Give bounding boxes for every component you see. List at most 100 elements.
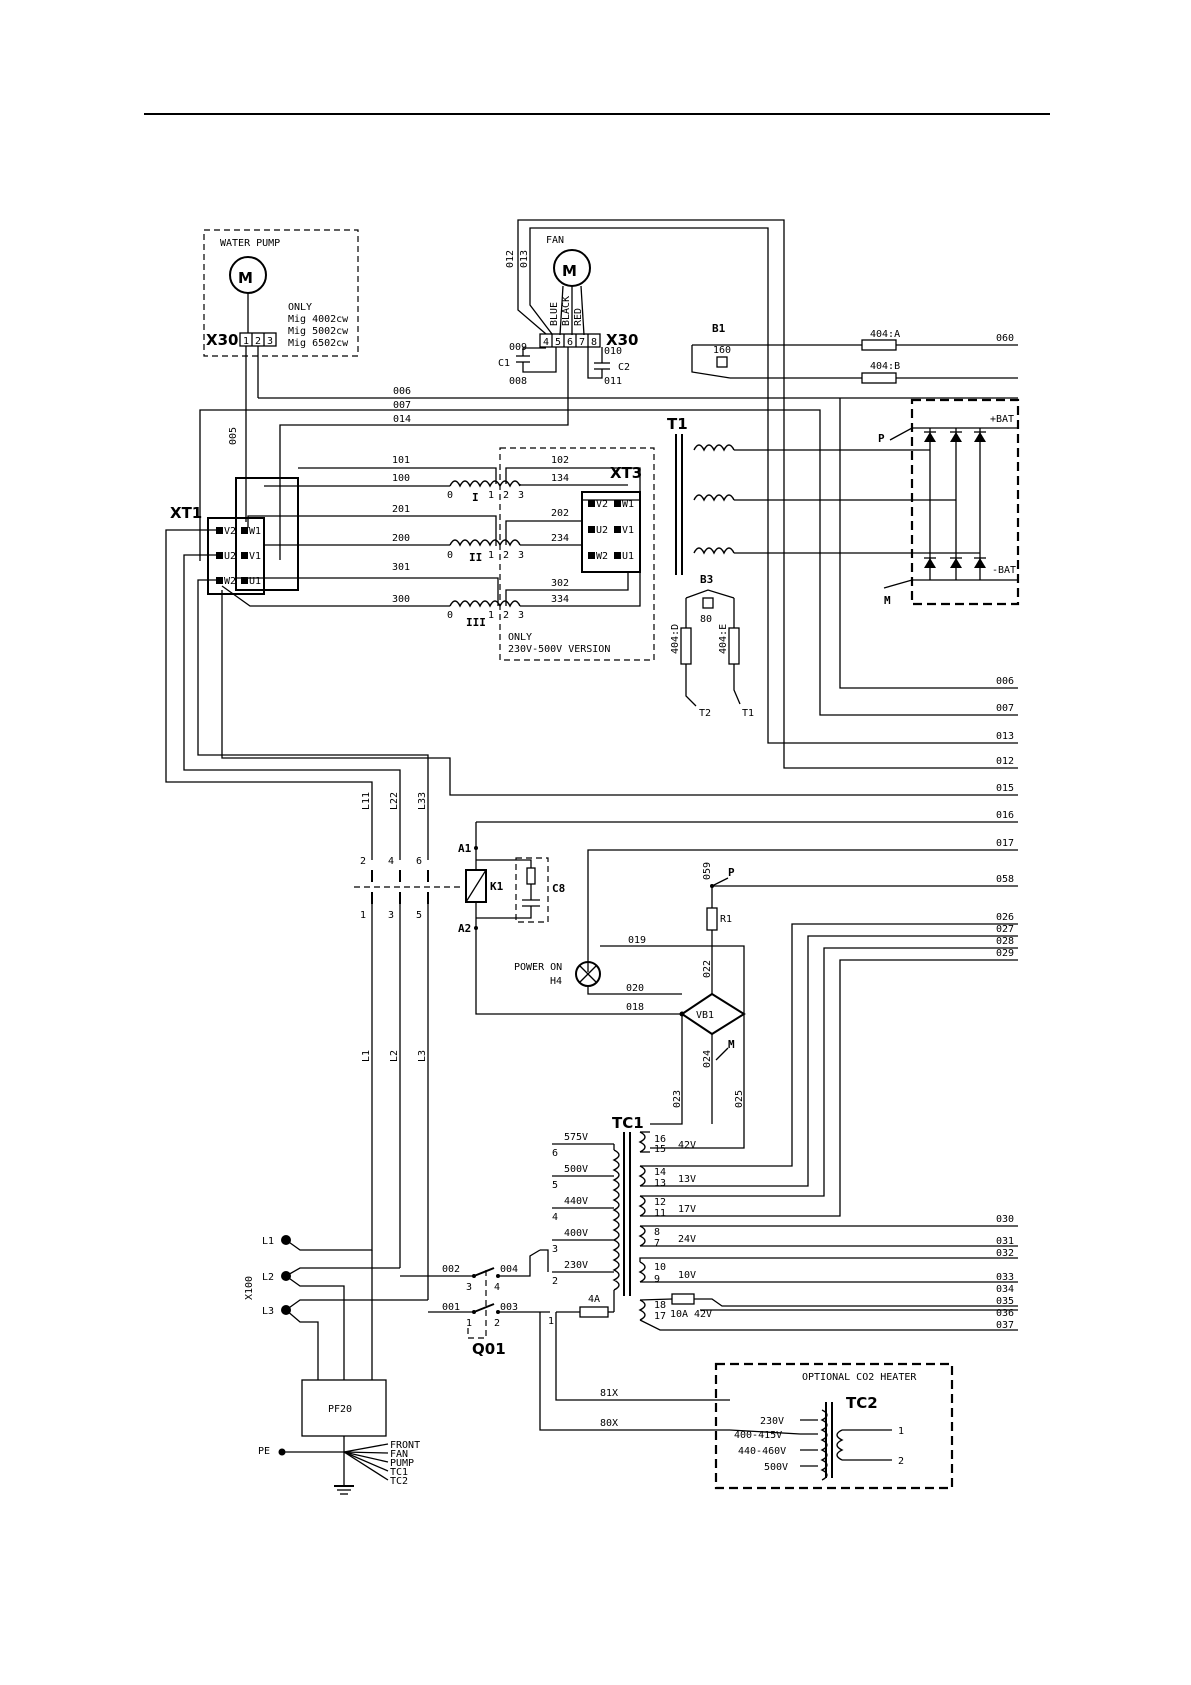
right-wire-028: 028 xyxy=(996,936,1014,947)
right-wire-007: 007 xyxy=(996,703,1014,714)
tc1-fuse-label: 4A xyxy=(588,1294,600,1305)
b3-out-t1: T1 xyxy=(742,708,754,719)
xt1-inner-frame xyxy=(235,477,299,591)
fan-title: FAN xyxy=(546,235,564,246)
switch-num: 1 xyxy=(466,1318,472,1329)
fan-wire-blue: BLUE xyxy=(549,302,560,326)
water-pump-pin: 2 xyxy=(255,336,261,347)
k1-top-num: 2 xyxy=(360,856,366,867)
right-wire-032: 032 xyxy=(996,1248,1014,1259)
line-l22: L22 xyxy=(389,792,400,810)
winding-wire: 202 xyxy=(551,508,569,519)
b1-name: B1 xyxy=(712,322,726,335)
xt3-optional-frame xyxy=(499,447,655,661)
winding-wire: 200 xyxy=(392,533,410,544)
switch-wire-80x: 80X xyxy=(600,1418,618,1429)
power-wire-025: 025 xyxy=(734,1090,745,1108)
winding-wire: 100 xyxy=(392,473,410,484)
tc1-sec-v: 10V xyxy=(678,1270,696,1281)
tc1-tap: 6 xyxy=(552,1148,558,1159)
power-wire-023: 023 xyxy=(672,1090,683,1108)
xt1-pin: W1 xyxy=(249,526,261,537)
filter-name: PF20 xyxy=(328,1404,352,1415)
fan-pin: 6 xyxy=(567,337,573,348)
right-wire-034: 034 xyxy=(996,1284,1014,1295)
tap-3: 3 xyxy=(518,490,524,501)
tap-3: 3 xyxy=(518,610,524,621)
wire-014: 014 xyxy=(393,414,411,425)
fan-wire-010: 010 xyxy=(604,346,622,357)
tc1-sec-v: 24V xyxy=(678,1234,696,1245)
power-p: P xyxy=(728,866,735,879)
tc1-sec-fuse: 10A xyxy=(670,1309,688,1320)
power-m: M xyxy=(728,1038,735,1051)
tc1-secondary: 16 15 42V 14 13 13V 12 11 17V 8 7 24V 10… xyxy=(638,923,1018,1331)
winding-wire: 300 xyxy=(392,594,410,605)
right-wire-030: 030 xyxy=(996,1214,1014,1225)
xt3-pin: W1 xyxy=(622,499,634,510)
power-wire-018: 018 xyxy=(626,1002,644,1013)
water-pump-model-3: Mig 6502cw xyxy=(288,338,349,349)
line-l11: L11 xyxy=(361,792,372,810)
fan-pin: 5 xyxy=(555,337,561,348)
t1-transformer: T1 xyxy=(667,415,980,575)
tc1-sec-pin: 7 xyxy=(654,1238,660,1249)
power-indicator: 017 POWER ON H4 019 020 018 P 059 058 R1… xyxy=(514,838,1018,1149)
c8-name: C8 xyxy=(552,882,565,895)
right-wire-037: 037 xyxy=(996,1320,1014,1331)
xt3-pin: V2 xyxy=(596,499,608,510)
xt3-pin: W2 xyxy=(596,551,608,562)
winding-wire: 301 xyxy=(392,562,410,573)
tap-0: 0 xyxy=(447,610,453,621)
tc1-sec-pin: 14 xyxy=(654,1167,666,1178)
mains-line-l1: L1 xyxy=(262,1236,274,1247)
vb1-name: VB1 xyxy=(696,1010,714,1021)
tc1-transformer: TC1 575V 500V 440V 400V 230V 6 5 4 3 2 1… xyxy=(548,912,1018,1331)
right-wire-012: 012 xyxy=(996,756,1014,767)
right-wire-031: 031 xyxy=(996,1236,1014,1247)
fan-wire-011: 011 xyxy=(604,376,622,387)
fan-cap-c2: C2 xyxy=(618,362,630,373)
tc1-sec-pin: 18 xyxy=(654,1300,666,1311)
tc1-tap: 1 xyxy=(548,1316,554,1327)
fan-pin: 8 xyxy=(591,337,597,348)
tap-2: 2 xyxy=(503,490,509,501)
right-wire-027: 027 xyxy=(996,924,1014,935)
tc1-sec-v: 17V xyxy=(678,1204,696,1215)
right-wire-017: 017 xyxy=(996,838,1014,849)
winding-roman: III xyxy=(466,616,486,629)
wire-013: 013 xyxy=(519,250,530,268)
rectifier-frame xyxy=(910,398,1020,606)
tc2-tap: 440-460V xyxy=(738,1446,786,1457)
right-wire-026: 026 xyxy=(996,912,1014,923)
r1-resistor xyxy=(706,907,718,931)
b3-fuse-d: 404:D xyxy=(670,624,681,654)
switch-num: 3 xyxy=(466,1282,472,1293)
right-wire-029: 029 xyxy=(996,948,1014,959)
tap-1: 1 xyxy=(488,610,494,621)
fan-block: FAN M BLUE BLACK RED 4 5 6 7 8 X30 012 0… xyxy=(279,219,1018,769)
line-l33: L33 xyxy=(417,792,428,810)
xt1-pin: W2 xyxy=(224,576,236,587)
power-wire-059: 059 xyxy=(702,862,713,880)
winding-wire: 101 xyxy=(392,455,410,466)
winding-wire: 334 xyxy=(551,594,569,605)
mains-input: X100 L1 L2 L3 002 004 001 003 3 4 1 2 Q0… xyxy=(244,1235,730,1495)
right-wire-006: 006 xyxy=(996,676,1014,687)
line-l3: L3 xyxy=(417,1050,428,1062)
xt3-terminal: XT3 V2 W1 U2 V1 W2 U1 ONLY 230V-500V VER… xyxy=(499,447,655,661)
b1-fuse-b: 404:B xyxy=(870,361,900,372)
winding-wire: 234 xyxy=(551,533,569,544)
b3-out-t2: T2 xyxy=(699,708,711,719)
tc1-sec-pin: 11 xyxy=(654,1208,666,1219)
tc1-primary-v: 500V xyxy=(564,1164,588,1175)
tc1-sec-v: 42V xyxy=(694,1309,712,1320)
xt3-frame xyxy=(581,491,641,573)
xt3-pin: U1 xyxy=(622,551,634,562)
b3-value: 80 xyxy=(700,614,712,625)
bridge-neg: -BAT xyxy=(992,565,1016,576)
water-pump-pin: 1 xyxy=(243,336,249,347)
water-pump-title: WATER PUMP xyxy=(220,238,280,249)
tc1-sec-pin: 16 xyxy=(654,1134,666,1145)
